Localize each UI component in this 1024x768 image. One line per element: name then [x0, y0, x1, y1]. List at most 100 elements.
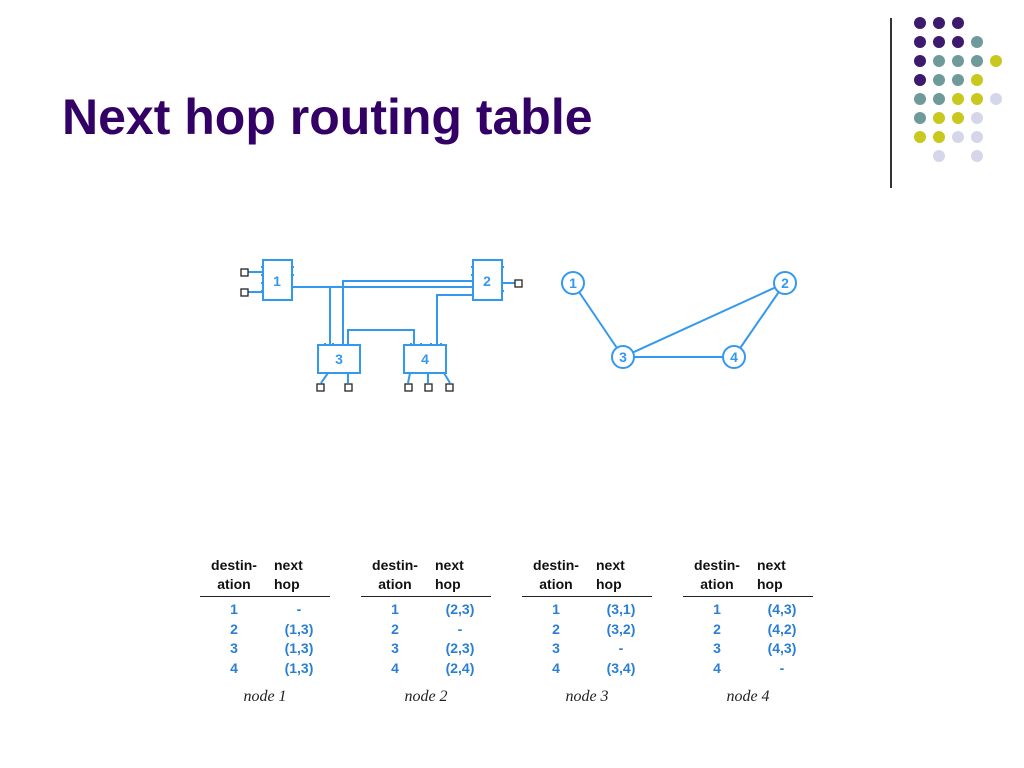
- dot: [914, 112, 926, 124]
- router-label: 1: [273, 273, 281, 289]
- dot: [914, 17, 926, 29]
- router-box-1: [262, 259, 293, 301]
- table-caption: node 3: [565, 688, 609, 705]
- graph-node-label: 3: [619, 349, 627, 365]
- dot: [990, 55, 1002, 67]
- routing-table-node-1: destin- next ation hop 1- 2(1,3) 3(1,3) …: [200, 556, 336, 705]
- dot: [952, 93, 964, 105]
- table-header-row: destin- next: [683, 556, 819, 575]
- table-row: 4(1,3): [200, 659, 336, 679]
- graph-node-label: 4: [730, 349, 738, 365]
- header-destination: destin-: [533, 557, 579, 573]
- table-header-row: destin- next: [200, 556, 336, 575]
- hop-cell: -: [457, 620, 463, 637]
- table-row: 4 (3,4): [522, 659, 658, 679]
- header-next-hop: next: [435, 557, 464, 573]
- header-destination: destin-: [211, 557, 257, 573]
- graph-diagram: 1 2 3 4: [561, 271, 797, 369]
- dot: [933, 36, 945, 48]
- table-row: 2 (1,3): [200, 620, 336, 640]
- router-label: 4: [421, 351, 429, 367]
- table-row: 1-: [200, 600, 336, 620]
- decorative-divider: [890, 18, 892, 188]
- dot: [933, 131, 945, 143]
- header-destination: ation: [700, 576, 734, 592]
- header-destination: destin-: [372, 557, 418, 573]
- hop-cell: (3,1): [606, 601, 636, 617]
- hop-cell: (4,3): [767, 601, 797, 617]
- table-row: 2 (4,2): [683, 620, 819, 640]
- dot: [952, 55, 964, 67]
- link-3-4: [347, 329, 415, 345]
- dot: [933, 17, 945, 29]
- dot: [933, 150, 945, 162]
- dot: [971, 36, 983, 48]
- table-header-row: destin- next: [361, 556, 497, 575]
- routing-table-node-4: destin- next ation hop 1 (4,3) 2 (4,2) 3 (4…: [683, 556, 819, 705]
- router-box-3: [317, 344, 361, 374]
- dest-cell: 3: [230, 640, 238, 656]
- dest-cell: 1: [230, 601, 238, 617]
- table-row: 4(2,4): [361, 659, 497, 679]
- header-next-hop: next: [596, 557, 625, 573]
- table-caption: node 2: [404, 688, 448, 705]
- hop-cell: -: [618, 640, 624, 656]
- router-box-2: [472, 259, 503, 301]
- dest-cell: 3: [713, 640, 721, 656]
- hop-cell: (1,3): [284, 640, 314, 656]
- header-next-hop: hop: [435, 576, 461, 592]
- decorative-dot-grid: [914, 17, 1002, 162]
- header-next-hop: hop: [596, 576, 622, 592]
- routing-table-node-3: destin- next ation hop 1(3,1) 2(3,2) 3- …: [522, 556, 658, 705]
- dest-cell: 4: [552, 659, 560, 676]
- dot: [971, 131, 983, 143]
- table-row: 2(3,2): [522, 620, 658, 640]
- header-rule: [361, 596, 491, 597]
- dot: [933, 112, 945, 124]
- slide-title: Next hop routing table: [62, 89, 593, 145]
- dest-cell: 1: [713, 601, 721, 617]
- graph-node: [561, 271, 585, 295]
- router-label: 2: [483, 273, 491, 289]
- header-next-hop: hop: [757, 576, 783, 592]
- edge-3-2: [622, 282, 786, 358]
- table-row: 1 (4,3): [683, 600, 819, 620]
- dot: [971, 74, 983, 86]
- dot: [952, 131, 964, 143]
- header-destination: ation: [378, 576, 412, 592]
- link-2-4: [436, 294, 473, 345]
- hop-cell: (4,2): [767, 620, 797, 637]
- network-diagram: 1 2 3 4: [240, 259, 523, 392]
- hop-cell: (1,3): [284, 659, 314, 676]
- table-header-row: ation hop: [683, 575, 819, 594]
- table-header-row: ation hop: [200, 575, 336, 594]
- routing-table-node-2: destin- next ation hop 1(2,3) 2- 3(2,3) …: [361, 556, 497, 705]
- header-rule: [200, 596, 330, 597]
- table-caption: node 1: [243, 688, 287, 705]
- dot: [971, 55, 983, 67]
- graph-node: [611, 345, 635, 369]
- dest-cell: 2: [552, 620, 560, 637]
- hop-cell: (3,4): [606, 659, 636, 676]
- host-icon: [344, 383, 353, 392]
- table-row: 1(3,1): [522, 600, 658, 620]
- hop-cell: (1,3): [284, 620, 314, 637]
- dot: [971, 112, 983, 124]
- dest-cell: 2: [713, 620, 721, 637]
- table-row: 3-: [522, 639, 658, 659]
- header-destination: ation: [539, 576, 573, 592]
- host-icon: [424, 383, 433, 392]
- header-next-hop: next: [274, 557, 303, 573]
- table-row: 1(2,3): [361, 600, 497, 620]
- host-icon: [404, 383, 413, 392]
- hop-cell: -: [296, 601, 302, 617]
- graph-node: [722, 345, 746, 369]
- dest-cell: 2: [230, 620, 238, 637]
- dest-cell: 1: [391, 601, 399, 617]
- dot: [990, 93, 1002, 105]
- header-next-hop: hop: [274, 576, 300, 592]
- dot: [914, 74, 926, 86]
- dot: [914, 55, 926, 67]
- host-icon: [316, 383, 325, 392]
- edge-4-2: [733, 282, 786, 358]
